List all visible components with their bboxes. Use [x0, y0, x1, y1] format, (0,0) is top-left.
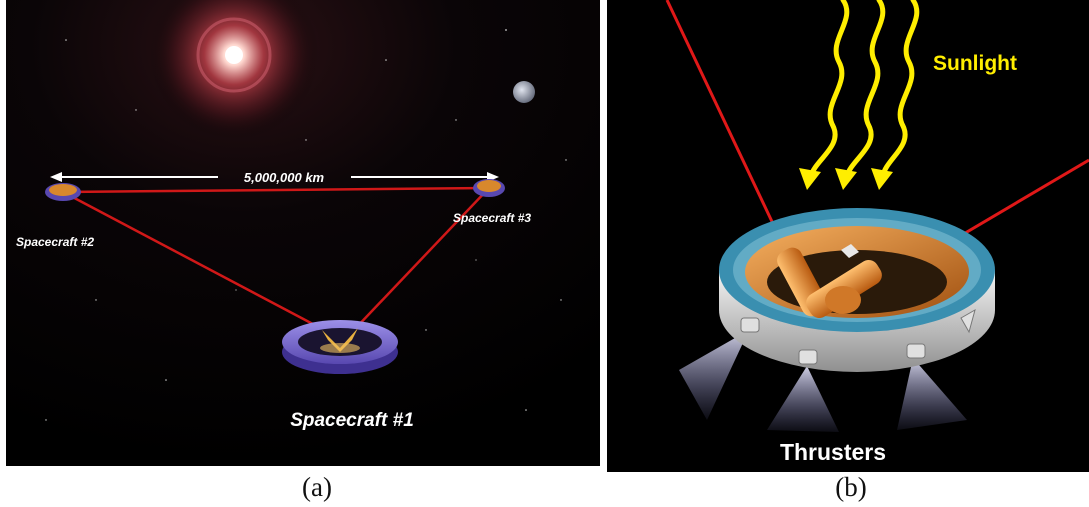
- spacecraft-detail-block: [841, 244, 859, 258]
- panel-a-constellation-image: 5,000,000 km Spacecraft #2 Spacecraft #3…: [6, 0, 600, 466]
- laser-links: [62, 186, 490, 334]
- thruster-nozzle-3: [906, 343, 926, 359]
- telescope-assembly: [777, 247, 882, 318]
- caption-b: (b): [835, 472, 867, 502]
- thruster-nozzle-2: [798, 349, 818, 365]
- sun-halo-ring: [196, 17, 272, 93]
- thruster-nozzle-1: [740, 317, 760, 333]
- thruster-nozzle-4: [960, 308, 976, 334]
- laser-link-2-1: [62, 190, 329, 334]
- spacecraft-2-label: Spacecraft #2: [16, 235, 94, 249]
- sun-core: [225, 46, 243, 64]
- caption-a: (a): [302, 472, 332, 502]
- sunlight-ray-3: [880, 0, 920, 179]
- thruster-plume-3: [897, 358, 967, 430]
- sunlight-label: Sunlight: [933, 52, 1017, 75]
- distance-arrow: [50, 172, 499, 182]
- panel-b-spacecraft-image: Sunlight Thr: [607, 0, 1089, 472]
- spacecraft-3: [473, 179, 505, 197]
- thruster-plume-1: [679, 330, 749, 420]
- sunlight-arrowheads: [799, 168, 893, 190]
- thruster-plume-2: [767, 366, 839, 432]
- spacecraft-detail-illustration: Sunlight Thr: [607, 0, 1089, 472]
- spacecraft-2: [45, 183, 81, 201]
- spacecraft-3-label: Spacecraft #3: [453, 211, 531, 225]
- laser-link-3-1: [351, 187, 490, 333]
- sun-glow: [149, 0, 319, 140]
- spacecraft-1-telescopes: [322, 328, 358, 352]
- constellation-illustration: 5,000,000 km Spacecraft #2 Spacecraft #3…: [6, 0, 600, 466]
- distance-label: 5,000,000 km: [244, 170, 325, 185]
- thruster-plumes: [679, 330, 967, 432]
- thruster-nozzles: [740, 308, 976, 365]
- thrusters-label: Thrusters: [780, 439, 886, 465]
- starfield: [45, 29, 567, 421]
- earth: [513, 81, 535, 103]
- laser-beam-left: [665, 0, 777, 229]
- spacecraft-body: [719, 208, 995, 372]
- spacecraft-1-label: Spacecraft #1: [290, 410, 414, 431]
- spacecraft-1: [282, 320, 398, 374]
- sunlight-ray-2: [844, 0, 886, 179]
- sunlight-ray-1: [808, 0, 850, 179]
- sunlight-rays: [808, 0, 920, 179]
- laser-link-2-3: [62, 186, 490, 194]
